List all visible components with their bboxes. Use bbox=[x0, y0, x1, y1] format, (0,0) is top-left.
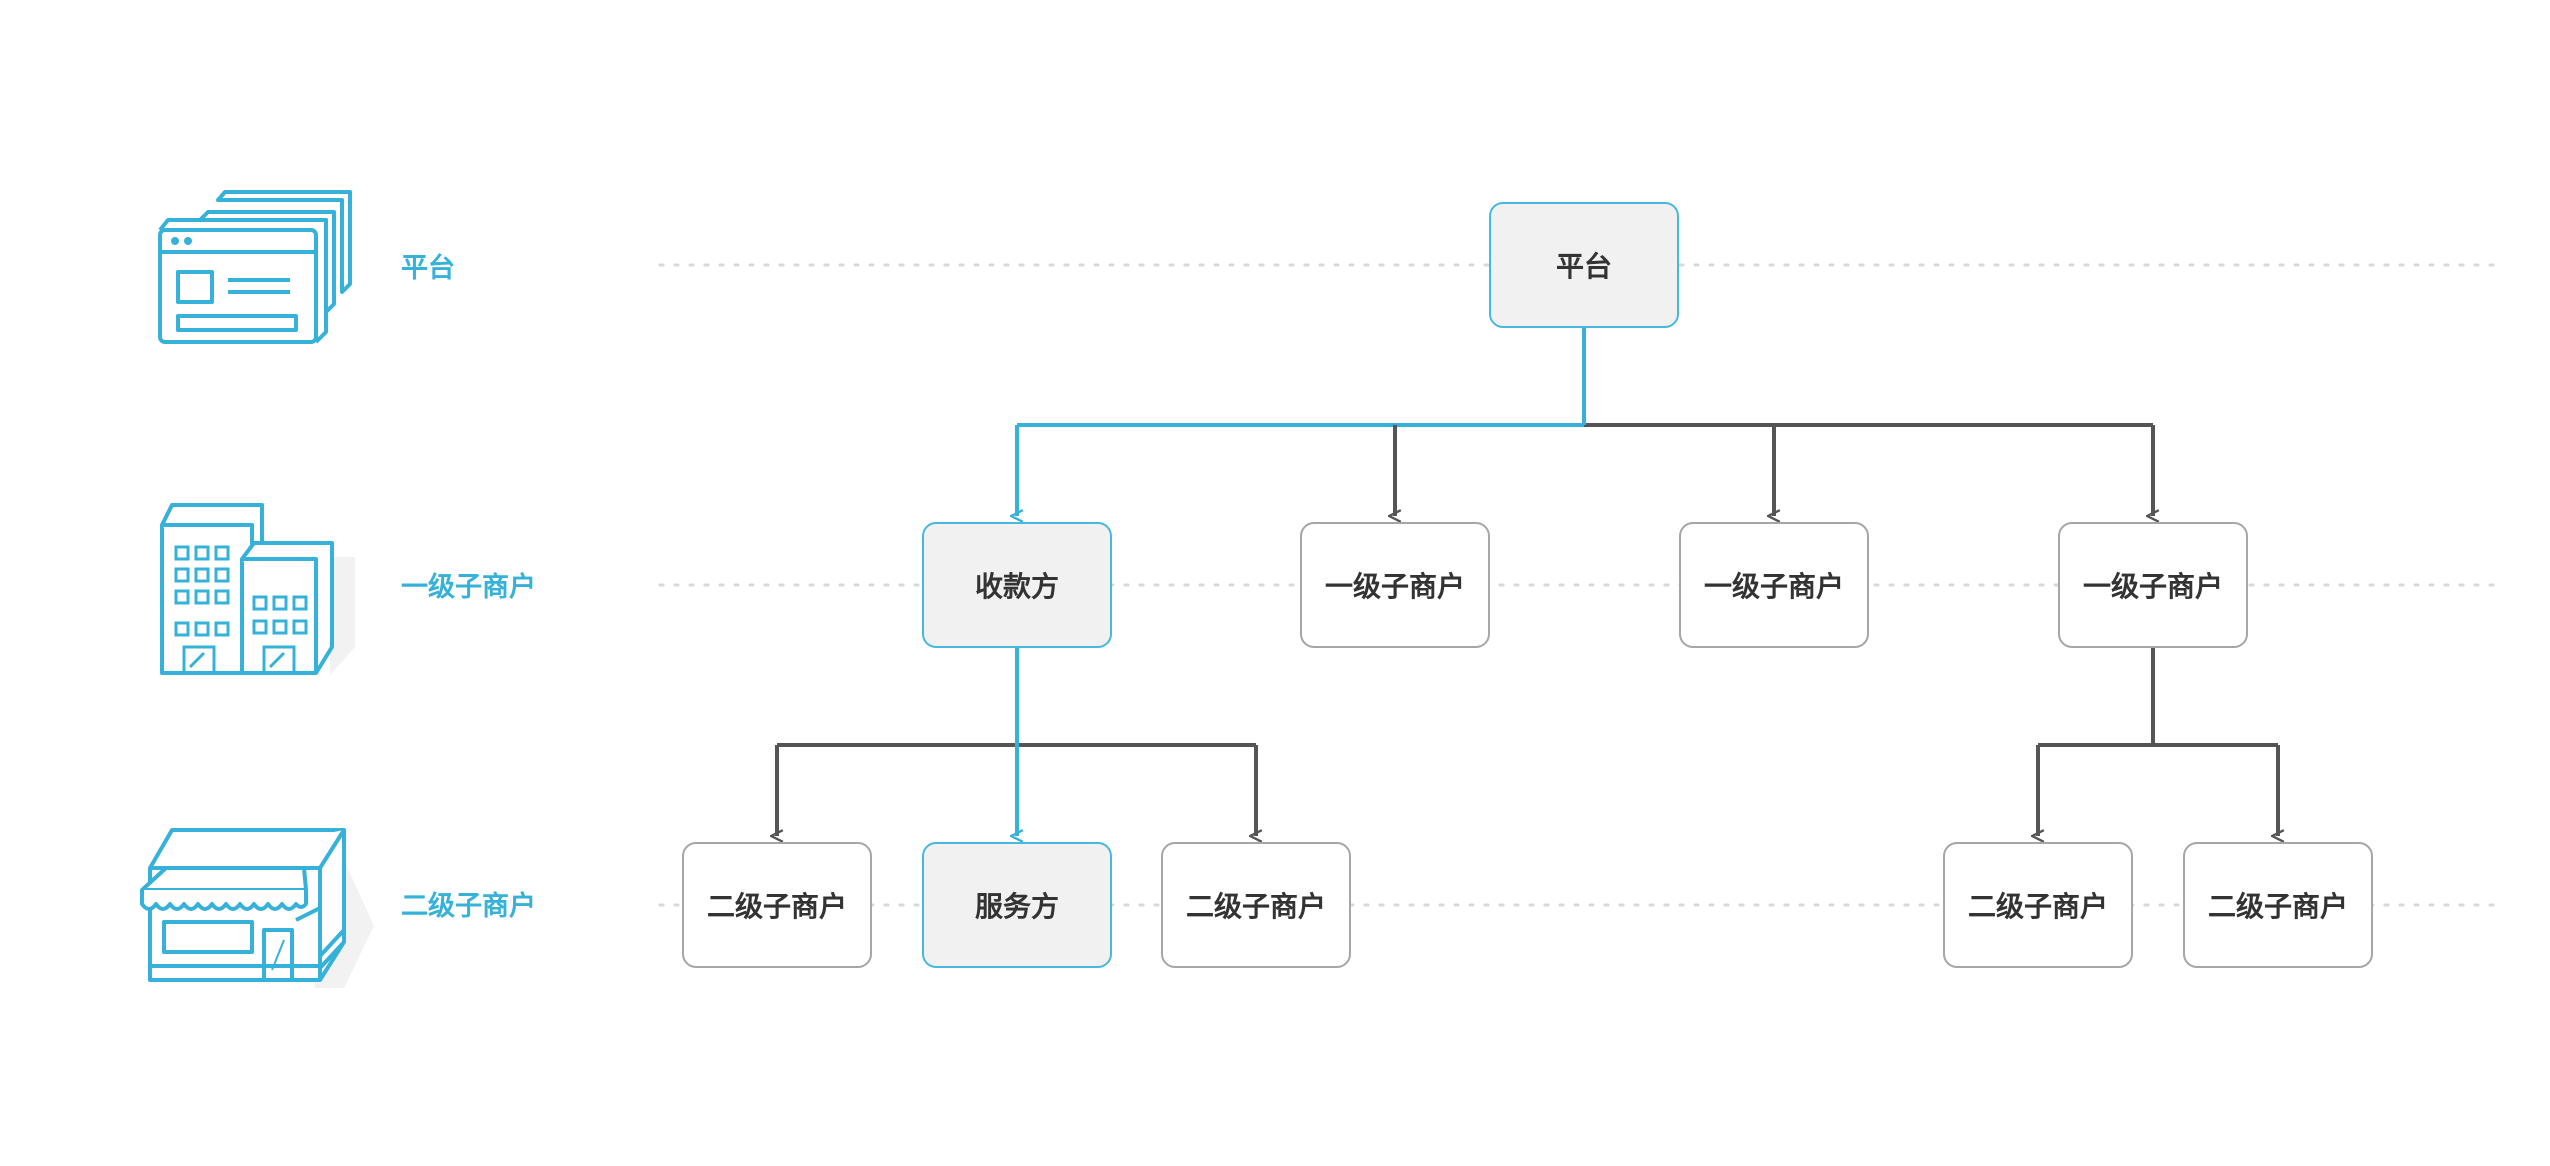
node-level2-merchant: 二级子商户 bbox=[682, 842, 872, 968]
node-level2-merchant: 二级子商户 bbox=[1943, 842, 2133, 968]
node-level2-merchant: 二级子商户 bbox=[1161, 842, 1351, 968]
storefront-icon bbox=[140, 828, 374, 988]
node-level2-merchant: 二级子商户 bbox=[2183, 842, 2373, 968]
connector-lines bbox=[777, 328, 2278, 836]
platform-window-icon bbox=[158, 190, 352, 344]
node-level1-merchant: 一级子商户 bbox=[2058, 522, 2248, 648]
tier-label-platform: 平台 bbox=[401, 253, 455, 284]
node-service-provider: 服务方 bbox=[922, 842, 1112, 968]
tier-label-level2-merchant: 二级子商户 bbox=[401, 891, 536, 922]
tier-label-level1-merchant: 一级子商户 bbox=[401, 572, 536, 603]
node-platform: 平台 bbox=[1489, 202, 1679, 328]
node-level1-merchant: 一级子商户 bbox=[1300, 522, 1490, 648]
node-level1-merchant: 一级子商户 bbox=[1679, 522, 1869, 648]
node-payee: 收款方 bbox=[922, 522, 1112, 648]
office-building-icon bbox=[160, 503, 355, 675]
